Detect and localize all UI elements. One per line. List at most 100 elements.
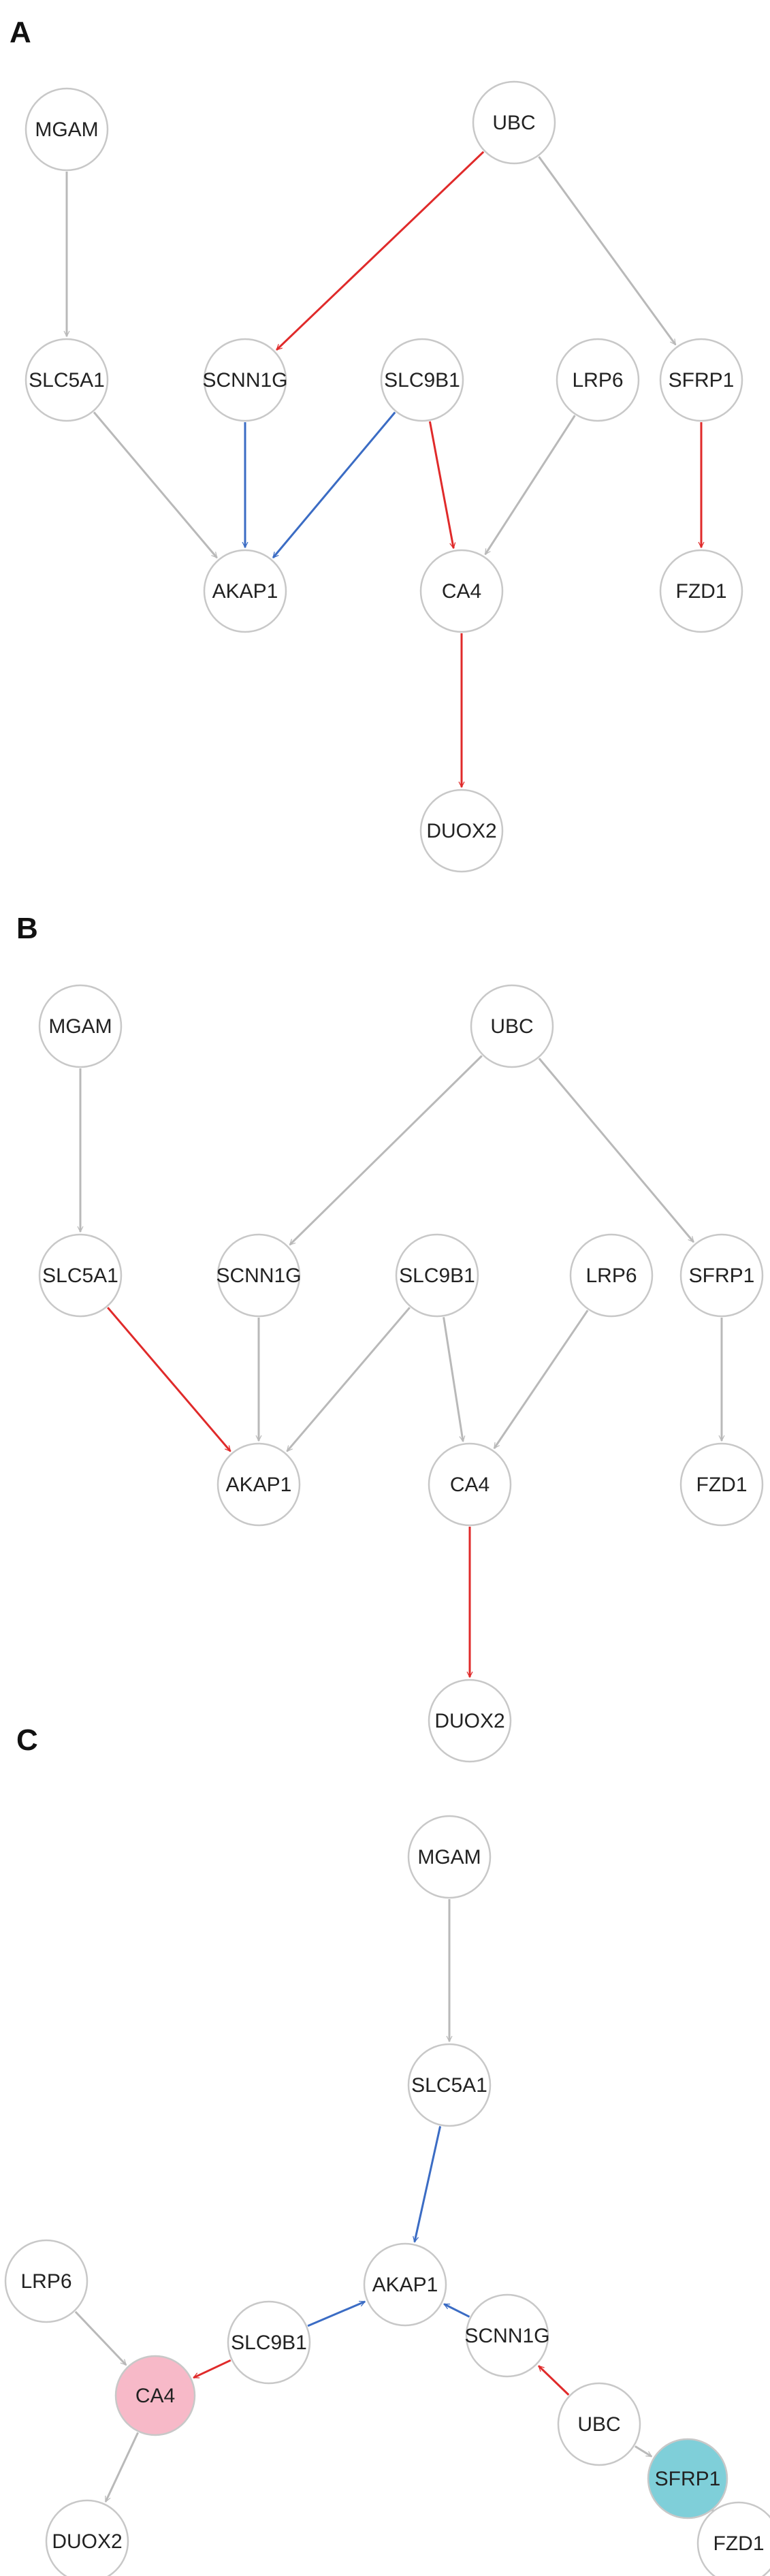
node-circle — [407, 2043, 492, 2127]
edge-slc9b1-to-ca4 — [428, 421, 453, 548]
node-label: MGAM — [48, 1015, 112, 1038]
edge-slc5a1-to-akap1 — [415, 2126, 442, 2242]
node-fzd1: FZD1 — [659, 549, 743, 633]
node-label: AKAP1 — [372, 2274, 438, 2296]
node-slc9b1: SLC9B1 — [227, 2300, 311, 2385]
node-circle — [556, 338, 640, 422]
edge-scnn1g-to-akap1 — [444, 2303, 470, 2318]
node-label: DUOX2 — [426, 820, 496, 842]
panel-letter-a: A — [10, 16, 31, 49]
node-label: FZD1 — [676, 580, 727, 603]
node-sfrp1: SFRP1 — [659, 338, 743, 422]
node-label: AKAP1 — [212, 580, 278, 603]
node-circle — [472, 80, 556, 165]
node-label: SLC9B1 — [231, 2332, 307, 2354]
node-label: SLC5A1 — [42, 1265, 118, 1287]
node-circle — [419, 789, 504, 873]
node-circle — [395, 1233, 479, 1318]
node-mgam: MGAM — [407, 1815, 492, 1899]
node-circle — [569, 1233, 654, 1318]
node-circle — [679, 1442, 764, 1527]
edge-ubc-to-scnn1g — [289, 1055, 483, 1246]
node-label: LRP6 — [20, 2270, 71, 2293]
edge-ubc-to-sfrp1 — [538, 156, 677, 345]
panel-letter-b: B — [16, 912, 38, 945]
node-slc9b1: SLC9B1 — [395, 1233, 479, 1318]
node-circle — [470, 984, 554, 1068]
edge-slc5a1-to-akap1 — [107, 1307, 231, 1451]
node-label: LRP6 — [585, 1265, 637, 1287]
node-circle — [203, 549, 287, 633]
node-circle — [659, 338, 743, 422]
panel-c: C MGAMSLC5A1AKAP1LRP6SLC9B1CA4SCNN1GUBCD… — [4, 1723, 770, 2576]
node-circle — [216, 1442, 301, 1527]
node-label: FZD1 — [713, 2532, 765, 2555]
node-slc9b1: SLC9B1 — [380, 338, 464, 422]
node-lrp6: LRP6 — [4, 2239, 89, 2323]
node-label: CA4 — [450, 1474, 490, 1496]
panel-b: B MGAM UBC SLC5A1 SCNN1G SLC9B1 LRP6 SFRP1AKAP… — [16, 912, 764, 1763]
node-circle — [419, 549, 504, 633]
node-circle — [227, 2300, 311, 2385]
node-circle — [380, 338, 464, 422]
node-label: SCNN1G — [464, 2325, 549, 2347]
node-circle — [25, 338, 109, 422]
node-circle — [428, 1442, 512, 1527]
node-akap1: AKAP1 — [363, 2242, 447, 2327]
node-label: SFRP1 — [669, 369, 735, 392]
edge-slc9b1-to-akap1 — [272, 411, 396, 558]
node-ubc: UBC — [557, 2382, 641, 2466]
node-circle — [659, 549, 743, 633]
node-label: MGAM — [417, 1846, 481, 1869]
node-circle — [647, 2438, 728, 2519]
edge-slc9b1-to-ca4 — [443, 1317, 464, 1442]
node-label: LRP6 — [572, 369, 623, 392]
node-circle — [114, 2355, 196, 2436]
node-circle — [428, 1679, 512, 1763]
node-circle — [557, 2382, 641, 2466]
node-circle — [38, 984, 123, 1068]
node-scnn1g: SCNN1G — [216, 1233, 302, 1318]
node-circle — [25, 87, 109, 172]
node-ubc: UBC — [472, 80, 556, 165]
edge-ubc-to-scnn1g — [538, 2365, 570, 2396]
node-mgam: MGAM — [25, 87, 109, 172]
node-circle — [465, 2293, 549, 2378]
node-slc5a1: SLC5A1 — [25, 338, 109, 422]
node-circle — [4, 2239, 89, 2323]
node-mgam: MGAM — [38, 984, 123, 1068]
edge-slc9b1-to-ca4 — [193, 2359, 231, 2379]
node-circle — [679, 1233, 764, 1318]
panel-letter-c: C — [16, 1723, 38, 1757]
node-label: SLC9B1 — [399, 1265, 475, 1287]
node-sfrp1: SFRP1 — [679, 1233, 764, 1318]
node-label: UBC — [577, 2413, 620, 2436]
node-lrp6: LRP6 — [569, 1233, 654, 1318]
edge-slc9b1-to-akap1 — [286, 1307, 411, 1451]
node-circle — [38, 1233, 123, 1318]
node-label: UBC — [490, 1015, 533, 1038]
edge-ubc-to-sfrp1 — [635, 2445, 652, 2458]
node-label: FZD1 — [696, 1474, 748, 1496]
node-label: SCNN1G — [216, 1265, 301, 1287]
node-label: UBC — [492, 112, 535, 134]
edge-ubc-to-scnn1g — [276, 150, 485, 351]
edge-slc5a1-to-akap1 — [93, 411, 218, 558]
edge-ubc-to-sfrp1 — [538, 1058, 694, 1242]
edge-lrp6-to-ca4 — [74, 2310, 127, 2366]
node-label: SLC5A1 — [29, 369, 105, 392]
node-label: AKAP1 — [226, 1474, 292, 1496]
edge-slc9b1-to-akap1 — [307, 2300, 365, 2327]
node-label: SFRP1 — [655, 2468, 721, 2490]
edge-ca4-to-duox2 — [104, 2432, 139, 2502]
node-label: SFRP1 — [689, 1265, 755, 1287]
node-lrp6: LRP6 — [556, 338, 640, 422]
node-akap1: AKAP1 — [216, 1442, 301, 1527]
node-slc5a1: SLC5A1 — [407, 2043, 492, 2127]
node-label: MGAM — [35, 118, 98, 141]
node-label: CA4 — [442, 580, 481, 603]
node-ca4: CA4 — [419, 549, 504, 633]
node-label: DUOX2 — [52, 2530, 122, 2553]
node-label: SLC9B1 — [384, 369, 460, 392]
